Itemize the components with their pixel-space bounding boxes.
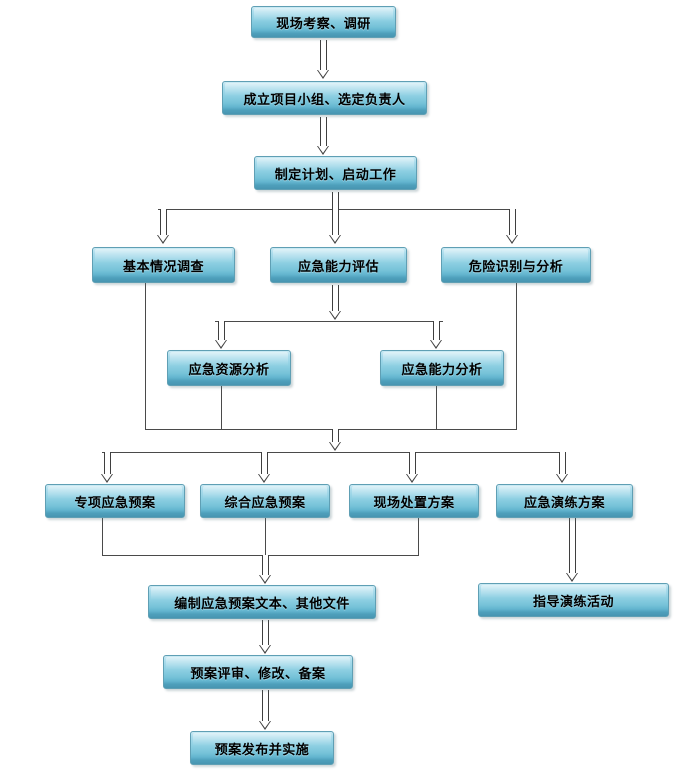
node-emergency-capability-assessment[interactable]: 应急能力评估	[270, 247, 407, 283]
node-label: 综合应急预案	[224, 494, 306, 510]
joinbar-1	[145, 429, 517, 430]
node-plan-release-implementation[interactable]: 预案发布并实施	[190, 731, 334, 765]
line-n9-down	[102, 518, 103, 555]
line-n10-down	[265, 518, 266, 555]
joinbar-2	[102, 555, 419, 556]
node-label: 专项应急预案	[74, 494, 156, 510]
node-emergency-capability-analysis[interactable]: 应急能力分析	[380, 350, 504, 386]
node-make-plan-start-work[interactable]: 制定计划、启动工作	[254, 156, 417, 190]
node-site-survey[interactable]: 现场考察、调研	[251, 6, 396, 38]
node-emergency-drill-plan[interactable]: 应急演练方案	[496, 484, 633, 518]
node-label: 应急演练方案	[523, 494, 605, 510]
node-label: 成立项目小组、选定负责人	[243, 91, 406, 107]
node-compile-plan-documents[interactable]: 编制应急预案文本、其他文件	[148, 585, 376, 619]
node-emergency-resource-analysis[interactable]: 应急资源分析	[167, 350, 291, 386]
node-label: 应急能力评估	[297, 258, 379, 274]
node-label: 指导演练活动	[532, 593, 614, 609]
node-basic-situation-survey[interactable]: 基本情况调查	[92, 247, 235, 283]
node-establish-project-team[interactable]: 成立项目小组、选定负责人	[222, 81, 427, 115]
node-label: 危险识别与分析	[468, 258, 564, 274]
node-label: 应急资源分析	[188, 361, 270, 377]
node-label: 现场考察、调研	[276, 15, 371, 31]
line-n11-down	[418, 518, 419, 555]
node-on-site-disposal-plan[interactable]: 现场处置方案	[349, 484, 479, 518]
node-guide-drill-activities[interactable]: 指导演练活动	[478, 583, 669, 617]
node-special-emergency-plan[interactable]: 专项应急预案	[45, 484, 185, 518]
node-hazard-identification-analysis[interactable]: 危险识别与分析	[441, 247, 591, 283]
node-label: 预案评审、修改、备案	[190, 665, 326, 681]
node-label: 应急能力分析	[401, 361, 483, 377]
node-label: 预案发布并实施	[214, 741, 310, 757]
node-label: 编制应急预案文本、其他文件	[174, 595, 350, 611]
fanbar-2	[215, 321, 443, 322]
line-n8-down	[436, 386, 437, 429]
node-label: 制定计划、启动工作	[274, 166, 397, 182]
node-comprehensive-emergency-plan[interactable]: 综合应急预案	[200, 484, 330, 518]
line-n6-down	[516, 283, 517, 429]
node-label: 基本情况调查	[122, 258, 204, 274]
fanbar-3	[102, 452, 563, 453]
node-label: 现场处置方案	[373, 494, 455, 510]
line-n7-down	[221, 386, 222, 429]
line-n4-down	[145, 283, 146, 429]
node-plan-review-revise-record[interactable]: 预案评审、修改、备案	[163, 655, 353, 689]
